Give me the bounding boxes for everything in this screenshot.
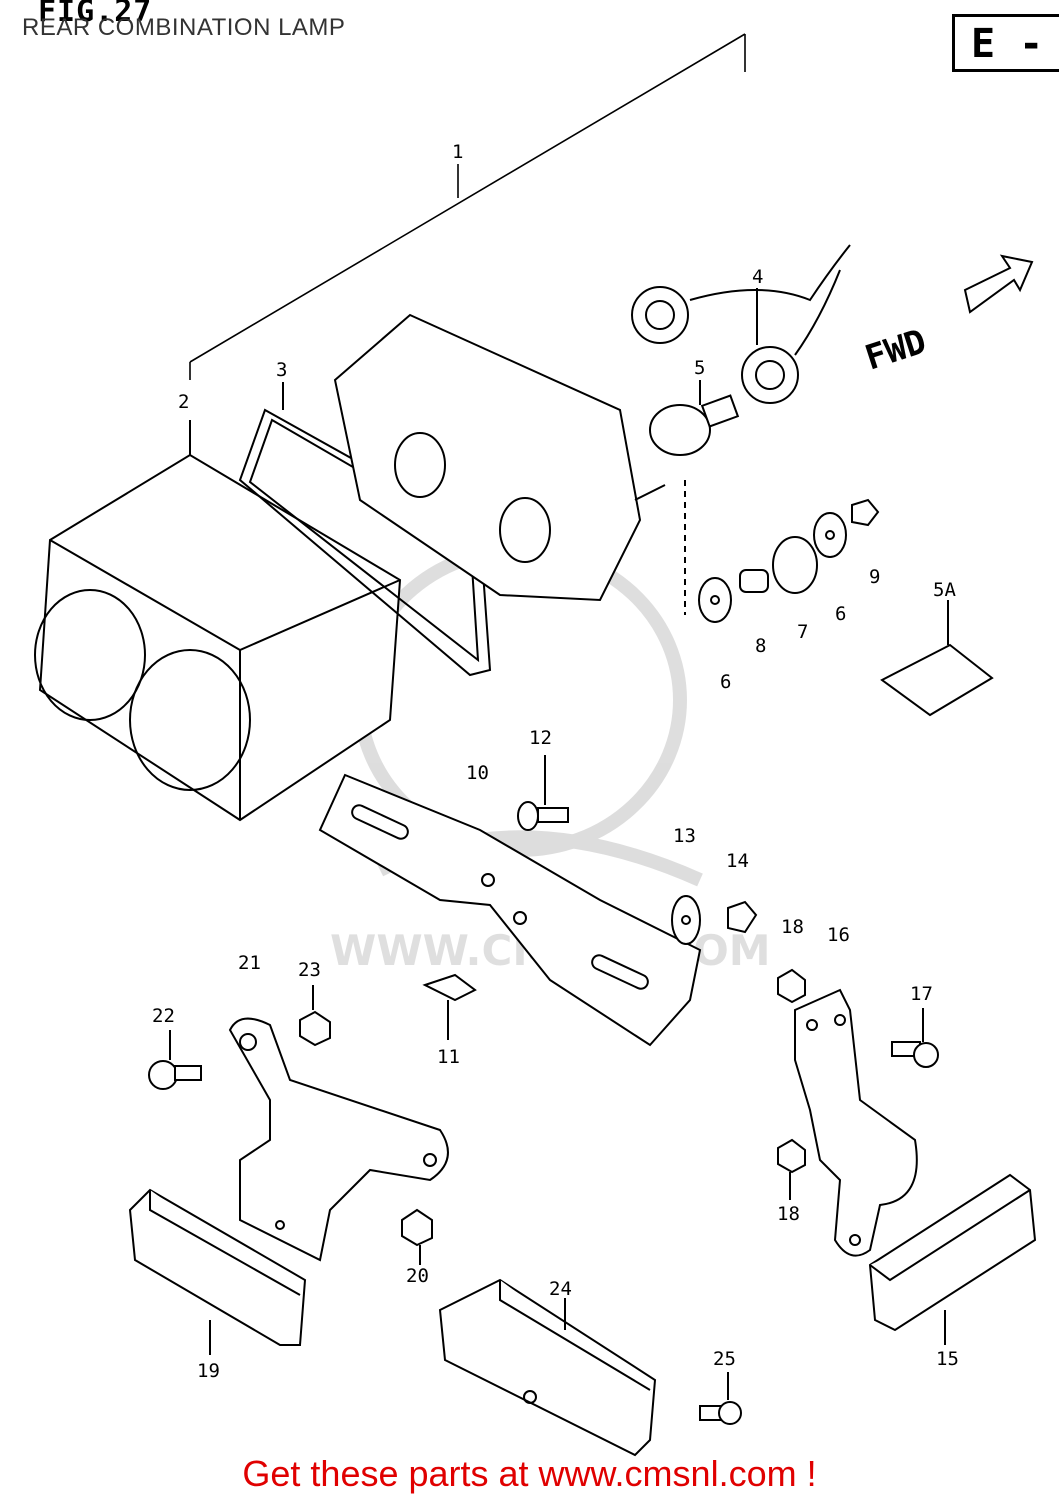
left-reflector	[128, 1188, 307, 1355]
fasteners-left	[148, 985, 433, 1265]
part-label: 12	[529, 727, 552, 749]
license-bracket	[318, 773, 702, 1047]
left-reflector-bracket	[228, 1017, 449, 1262]
region-code: E -	[971, 21, 1044, 67]
part-label: 25	[713, 1348, 736, 1370]
part-label: 4	[752, 266, 763, 288]
part-label: 7	[797, 621, 808, 643]
right-reflector-bracket	[794, 988, 918, 1257]
bulb-sockets	[631, 244, 851, 404]
fasteners-right	[777, 968, 939, 1200]
lamp-lens	[34, 420, 402, 822]
right-reflector	[868, 1173, 1037, 1345]
part-label: 5	[694, 357, 705, 379]
part-label: 13	[673, 825, 696, 847]
part-label: 17	[910, 983, 933, 1005]
part-label: 15	[936, 1348, 959, 1370]
part-labels: 1 2 3 4 5 5A 6 6 7 8 9 10 11 12 13 14 15…	[152, 141, 959, 1382]
part-label: 18	[777, 1203, 800, 1225]
parts-link[interactable]: Get these parts at www.cmsnl.com !	[242, 1453, 817, 1494]
part-label: 2	[178, 391, 189, 413]
fwd-arrow-icon	[963, 254, 1034, 314]
part-label: 23	[298, 959, 321, 981]
assembly-bracket	[189, 33, 746, 380]
part-label: 19	[197, 1360, 220, 1382]
part-label: 5A	[933, 579, 956, 601]
part-label: 24	[549, 1278, 572, 1300]
pad-5a	[880, 600, 994, 717]
fasteners-middle	[422, 755, 758, 1040]
part-label: 6	[720, 671, 731, 693]
figure-label: FIG.27	[38, 0, 153, 29]
part-label: 8	[755, 635, 766, 657]
fwd-label: FWD	[860, 322, 931, 379]
part-label: 10	[466, 762, 489, 784]
part-label: 9	[869, 566, 880, 588]
part-label: 1	[452, 141, 463, 163]
part-label: 21	[238, 952, 261, 974]
region-box: E -	[952, 14, 1059, 72]
part-label: 3	[276, 359, 287, 381]
fasteners-upper	[684, 480, 880, 623]
bulb	[649, 380, 740, 456]
part-label: 6	[835, 603, 846, 625]
part-label: 22	[152, 1005, 175, 1027]
part-label: 18	[781, 916, 804, 938]
part-label: 16	[827, 924, 850, 946]
lower-cover	[438, 1278, 742, 1457]
page-title: REAR COMBINATION LAMP	[22, 14, 346, 41]
lamp-housing	[333, 313, 666, 602]
part-label: 11	[437, 1046, 460, 1068]
part-label: 20	[406, 1265, 429, 1287]
part-label: 14	[726, 850, 749, 872]
